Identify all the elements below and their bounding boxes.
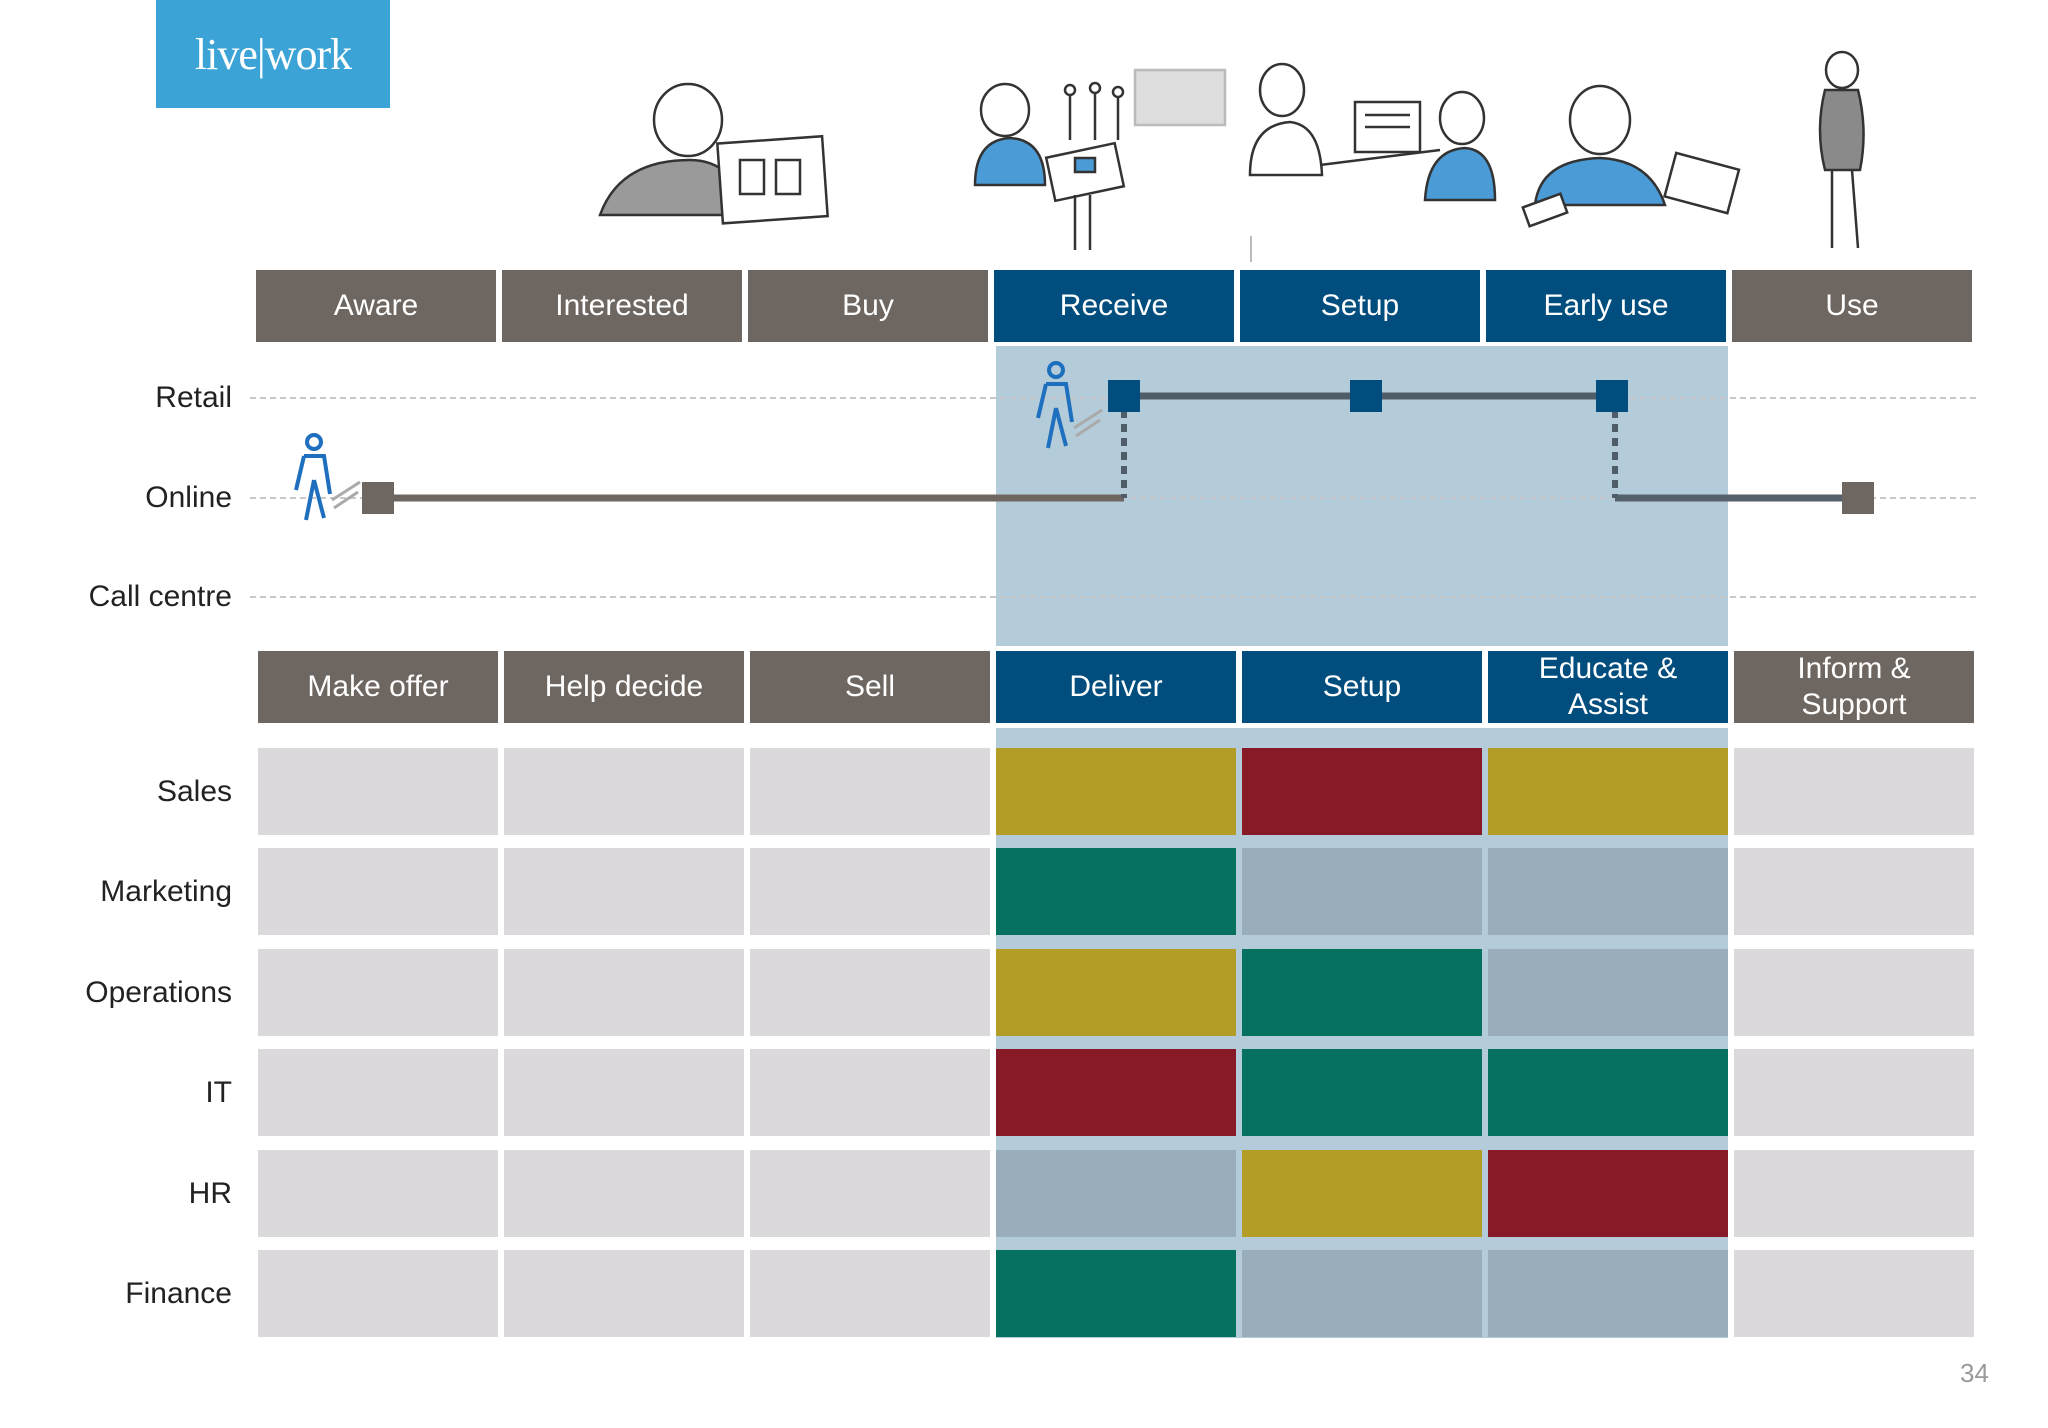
matrix-cell (1242, 1250, 1482, 1337)
matrix-cell (258, 1150, 498, 1237)
activity-make-offer: Make offer (258, 651, 498, 723)
matrix-cell (1242, 848, 1482, 935)
matrix-cell (258, 748, 498, 835)
stage-early-use: Early use (1486, 270, 1726, 342)
matrix-cell (996, 848, 1236, 935)
department-label-it: IT (205, 1075, 232, 1109)
matrix-cell (750, 1049, 990, 1136)
stage-setup: Setup (1240, 270, 1480, 342)
matrix-cell (504, 748, 744, 835)
kiosk-illustration (973, 68, 1227, 250)
activity-inform-and-support: Inform & Support (1734, 651, 1974, 723)
matrix-cell (258, 848, 498, 935)
matrix-cell (1488, 848, 1728, 935)
matrix-cell (258, 949, 498, 1036)
channel-label-call-centre: Call centre (88, 580, 232, 613)
matrix-cell (1242, 1150, 1482, 1237)
matrix-cell (1734, 1049, 1974, 1136)
matrix-cell (1488, 1150, 1728, 1237)
matrix-cell (1488, 1250, 1728, 1337)
department-label-sales: Sales (156, 774, 232, 808)
matrix-cell (1242, 1049, 1482, 1136)
matrix-cell (1734, 1250, 1974, 1337)
touchpoint-marker (1108, 380, 1140, 412)
matrix-cell (996, 1250, 1236, 1337)
matrix-cell (750, 848, 990, 935)
activity-sell: Sell (750, 651, 990, 723)
matrix-cell (1488, 1049, 1728, 1136)
matrix-cell (996, 1150, 1236, 1237)
matrix-cell (750, 1150, 990, 1237)
customer-person-icon (1036, 361, 1103, 449)
channel-label-retail: Retail (155, 381, 232, 414)
stage-aware: Aware (256, 270, 496, 342)
matrix-cell (996, 748, 1236, 835)
touchpoint-marker (1350, 380, 1382, 412)
touchpoint-marker (1842, 482, 1874, 514)
channel-label-online: Online (145, 481, 232, 514)
person-laptop-illustration (598, 82, 829, 225)
matrix-cell (1734, 1150, 1974, 1237)
activity-setup: Setup (1242, 651, 1482, 723)
livework-logo: live|work (156, 0, 390, 108)
activity-help-decide: Help decide (504, 651, 744, 723)
department-label-finance: Finance (125, 1276, 232, 1310)
standing-user-illustration (1818, 50, 1865, 249)
matrix-cell (504, 1150, 744, 1237)
stage-interested: Interested (502, 270, 742, 342)
matrix-cell (258, 1049, 498, 1136)
touchpoint-marker (362, 482, 394, 514)
matrix-cell (1242, 748, 1482, 835)
matrix-cell (1734, 848, 1974, 935)
user-laptop-illustration (1521, 84, 1741, 228)
matrix-cell (1734, 748, 1974, 835)
matrix-cell (750, 949, 990, 1036)
matrix-cell (996, 949, 1236, 1036)
department-label-hr: HR (188, 1176, 232, 1210)
matrix-cell (258, 1250, 498, 1337)
activity-deliver: Deliver (996, 651, 1236, 723)
customer-person-icon (294, 433, 361, 521)
presenter-illustration (1248, 62, 1497, 202)
matrix-cell (1242, 949, 1482, 1036)
channel-journey-diagram (250, 361, 1976, 598)
journey-illustrations (598, 50, 1865, 262)
matrix-cell (504, 949, 744, 1036)
stage-receive: Receive (994, 270, 1234, 342)
matrix-cell (750, 1250, 990, 1337)
activity-educate-and-assist: Educate & Assist (1488, 651, 1728, 723)
matrix-cell (750, 748, 990, 835)
stage-use: Use (1732, 270, 1972, 342)
matrix-cell (504, 1049, 744, 1136)
touchpoint-marker (1596, 380, 1628, 412)
matrix-cell (1488, 949, 1728, 1036)
matrix-cell (504, 1250, 744, 1337)
matrix-cell (1734, 949, 1974, 1036)
matrix-cell (1488, 748, 1728, 835)
department-label-operations: Operations (85, 975, 232, 1009)
page-number: 34 (1960, 1358, 1989, 1388)
stage-buy: Buy (748, 270, 988, 342)
department-label-marketing: Marketing (100, 874, 232, 908)
matrix-cell (996, 1049, 1236, 1136)
matrix-cell (504, 848, 744, 935)
